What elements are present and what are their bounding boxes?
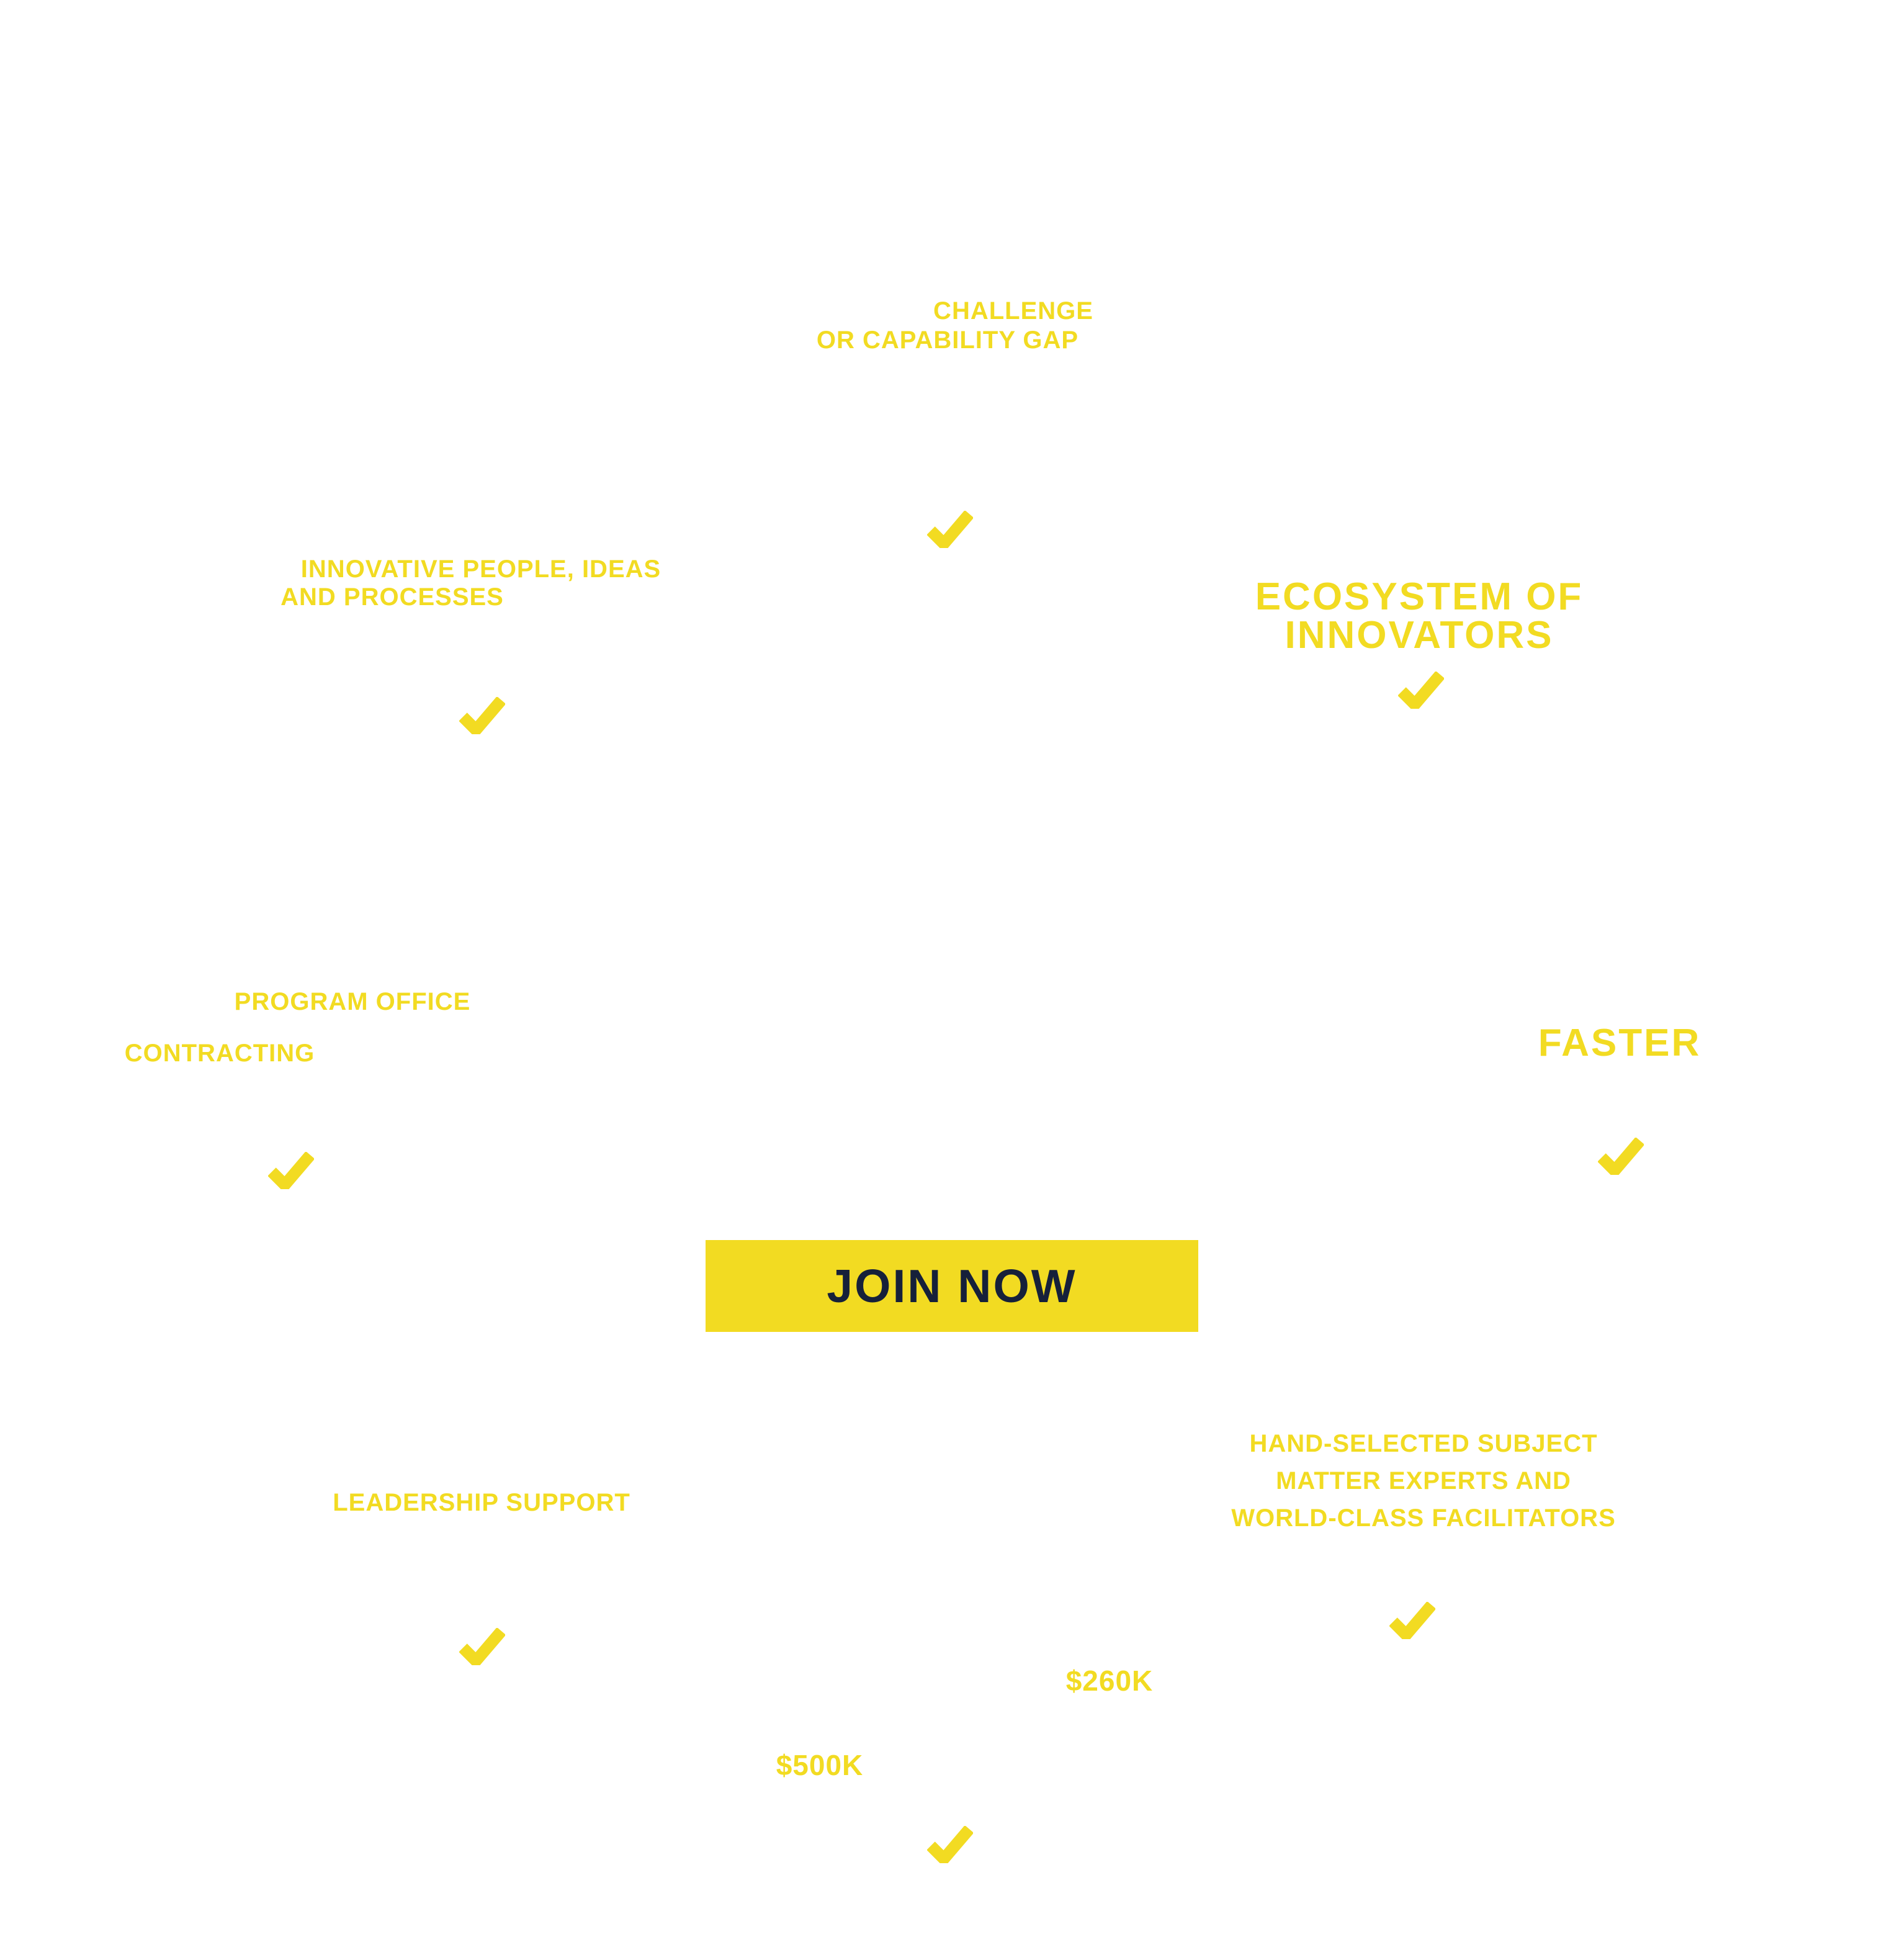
heading-faster: FASTER	[1538, 1022, 1702, 1064]
label-innovative-line2: AND PROCESSES	[280, 583, 504, 611]
checkmark-icon	[1598, 1138, 1644, 1175]
heading-ecosystem-line2: INNOVATORS	[1285, 614, 1554, 657]
label-challenge-line2: OR CAPABILITY GAP	[816, 326, 1079, 354]
label-contracting: CONTRACTING	[124, 1040, 315, 1067]
label-innovative-line1: INNOVATIVE PEOPLE, IDEAS	[300, 555, 661, 583]
heading-ecosystem-line1: ECOSYSTEM OF	[1255, 575, 1584, 618]
label-challenge-line1: CHALLENGE	[933, 297, 1093, 325]
label-amount-500k: $500K	[776, 1749, 864, 1781]
checkmark-icon	[459, 697, 505, 734]
label-program-office: PROGRAM OFFICE	[234, 988, 471, 1015]
label-leadership-support: LEADERSHIP SUPPORT	[333, 1489, 630, 1516]
checkmark-icon	[1398, 672, 1444, 709]
label-experts-line1: HAND-SELECTED SUBJECT	[1249, 1430, 1598, 1457]
checkmark-icon	[927, 511, 973, 548]
label-experts-line3: WORLD-CLASS FACILITATORS	[1231, 1504, 1616, 1532]
checkmark-icon	[268, 1152, 314, 1189]
label-experts-line2: MATTER EXPERTS AND	[1276, 1467, 1571, 1495]
checkmark-icon	[1389, 1602, 1435, 1639]
checkmark-icon	[459, 1628, 505, 1665]
label-amount-260k: $260K	[1065, 1665, 1154, 1697]
join-now-button[interactable]: JOIN NOW	[706, 1240, 1198, 1332]
checkmark-icon	[927, 1826, 973, 1863]
